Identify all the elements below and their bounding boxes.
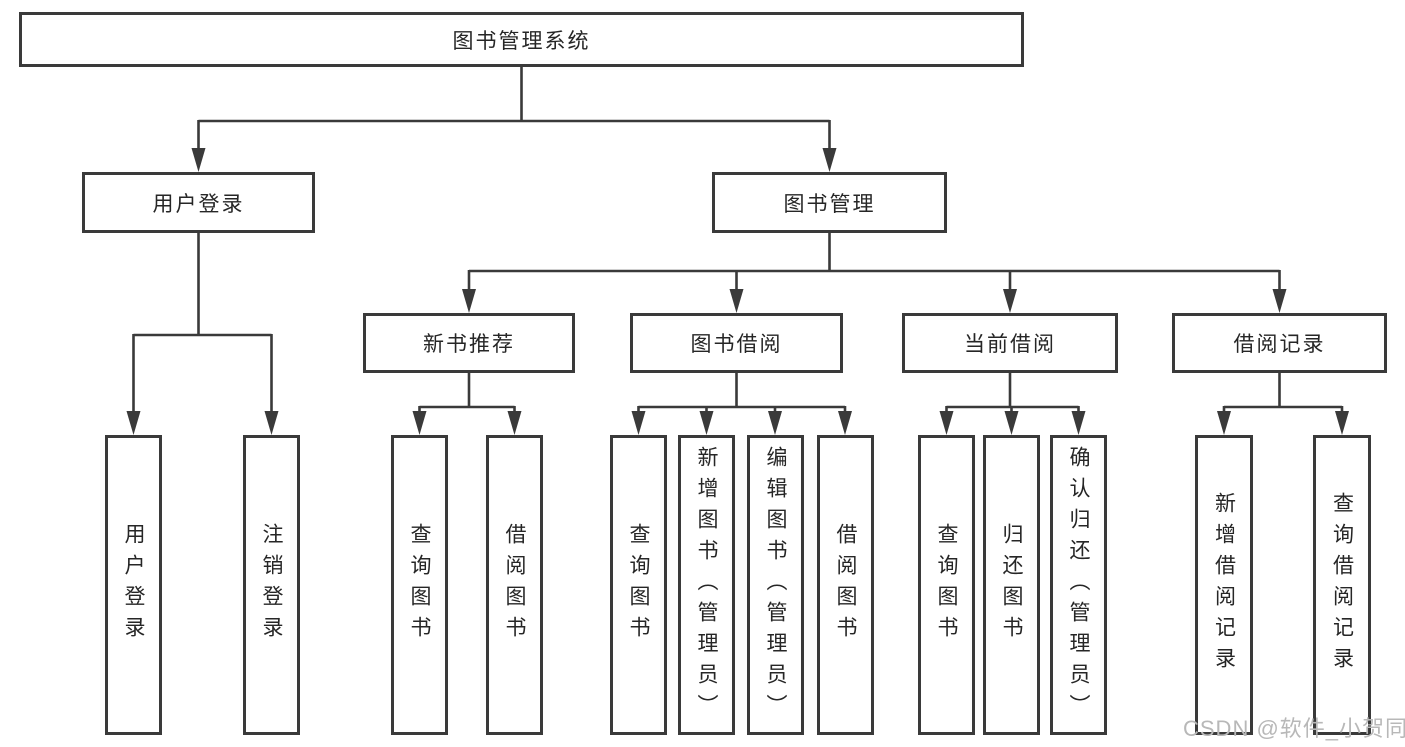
leaf-query-borrow-record: 查询借阅记录 <box>1313 435 1371 735</box>
leaf-current-query-books: 查询图书 <box>918 435 975 735</box>
leaf-logout-label: 注销登录 <box>260 523 283 647</box>
leaf-borrow-query-books: 查询图书 <box>610 435 667 735</box>
leaf-edit-books-admin-label: 编辑图书（管理员） <box>764 445 787 725</box>
leaf-edit-books-admin: 编辑图书（管理员） <box>747 435 804 735</box>
csdn-watermark: CSDN @软件_小贺同学 <box>1183 716 1405 741</box>
node-book-management-label: 图书管理 <box>783 192 876 216</box>
leaf-recommend-query-books: 查询图书 <box>391 435 448 735</box>
node-current-borrow-label: 当前借阅 <box>964 333 1056 356</box>
node-borrow-records-label: 借阅记录 <box>1233 333 1326 356</box>
node-user-login-label: 用户登录 <box>152 192 245 216</box>
node-new-book-recommend: 新书推荐 <box>363 313 575 373</box>
leaf-confirm-return-admin: 确认归还（管理员） <box>1050 435 1107 735</box>
node-new-book-recommend-label: 新书推荐 <box>423 333 515 356</box>
leaf-recommend-borrow-books-label: 借阅图书 <box>503 523 526 647</box>
node-book-borrow-label: 图书借阅 <box>690 333 783 356</box>
leaf-user-login-label: 用户登录 <box>122 523 145 647</box>
leaf-add-books-admin-label: 新增图书（管理员） <box>695 445 718 725</box>
node-book-borrow: 图书借阅 <box>630 313 843 373</box>
leaf-add-books-admin: 新增图书（管理员） <box>678 435 735 735</box>
leaf-recommend-query-books-label: 查询图书 <box>408 523 431 647</box>
leaf-recommend-borrow-books: 借阅图书 <box>486 435 543 735</box>
leaf-borrow-query-books-label: 查询图书 <box>627 523 650 647</box>
leaf-confirm-return-admin-label: 确认归还（管理员） <box>1067 445 1090 725</box>
node-user-login: 用户登录 <box>82 172 315 233</box>
leaf-query-borrow-record-label: 查询借阅记录 <box>1330 492 1354 678</box>
node-book-management: 图书管理 <box>712 172 947 233</box>
leaf-add-borrow-record: 新增借阅记录 <box>1195 435 1253 735</box>
node-current-borrow: 当前借阅 <box>902 313 1118 373</box>
node-root-label: 图书管理系统 <box>452 29 591 53</box>
leaf-borrow-books: 借阅图书 <box>817 435 874 735</box>
node-root: 图书管理系统 <box>19 12 1024 67</box>
leaf-user-login: 用户登录 <box>105 435 162 735</box>
leaf-add-borrow-record-label: 新增借阅记录 <box>1212 492 1236 678</box>
leaf-logout: 注销登录 <box>243 435 300 735</box>
node-borrow-records: 借阅记录 <box>1172 313 1387 373</box>
leaf-current-query-books-label: 查询图书 <box>935 523 958 647</box>
leaf-return-books-label: 归还图书 <box>1000 523 1023 647</box>
leaf-return-books: 归还图书 <box>983 435 1040 735</box>
leaf-borrow-books-label: 借阅图书 <box>834 523 857 647</box>
